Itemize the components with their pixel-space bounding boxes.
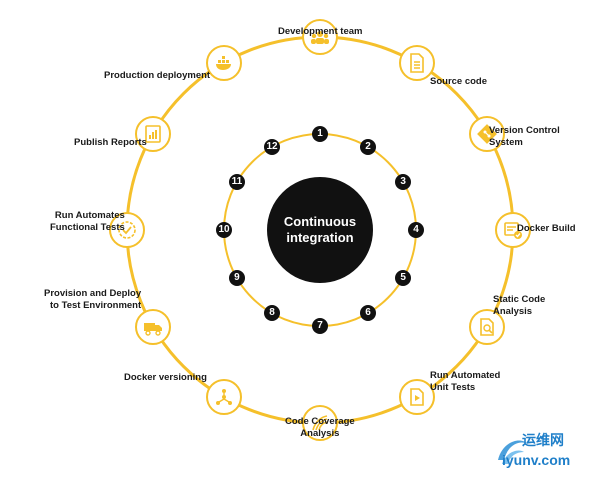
report-icon [145, 124, 161, 143]
document-icon [409, 53, 424, 73]
version-branch-icon [215, 389, 232, 406]
label-version-control-system-line-1: Version Control [489, 125, 560, 136]
label-publish-reports-line-1: Publish Reports [74, 137, 147, 148]
label-publish-reports: Publish Reports [74, 137, 147, 149]
label-source-code-line-1: Source code [430, 76, 488, 87]
step-number-2: 2 [360, 138, 376, 155]
node-production-deployment [205, 44, 242, 81]
build-check-icon [504, 222, 522, 239]
step-number-11: 11 [228, 174, 245, 190]
label-provision-deploy-test-line-1: Provision and Deploy [44, 288, 142, 299]
node-version-control-system [469, 115, 506, 152]
label-run-automates-functional-tests-line-1: Run Automates [54, 210, 125, 221]
step-number-8: 8 [264, 305, 280, 322]
watermark-url: iyunv.com [502, 452, 571, 468]
center-hub: Continuous integration [267, 177, 373, 283]
label-production-deployment-line-1: Production deployment [104, 70, 211, 81]
step-number-9: 9 [228, 270, 245, 286]
node-docker-versioning [205, 379, 242, 416]
truck-icon [143, 322, 162, 336]
step-number-12: 12 [264, 138, 280, 155]
coverage-icon [312, 415, 328, 431]
label-provision-deploy-test-line-2: to Test Environment [50, 300, 142, 311]
label-docker-build: Docker Build [517, 223, 576, 235]
file-analysis-icon [480, 317, 494, 336]
watermark-name: 运维网 [522, 432, 564, 448]
label-development-team-line-1: Development team [278, 26, 363, 37]
node-docker-build [495, 212, 531, 248]
docker-whale-icon [215, 55, 231, 70]
step-number-6: 6 [360, 305, 376, 322]
center-title-line1: Continuous [283, 214, 357, 229]
node-run-automated-unit-tests [398, 379, 435, 416]
label-code-coverage-analysis-line-1: Code Coverage [285, 416, 355, 427]
label-static-code-analysis-line-2: Analysis [493, 306, 533, 317]
label-run-automates-functional-tests-line-2: Functional Tests [50, 222, 125, 233]
label-docker-versioning-line-1: Docker versioning [124, 372, 207, 383]
node-provision-deploy-test [134, 308, 171, 345]
label-static-code-analysis-line-1: Static Code [493, 294, 546, 305]
label-run-automated-unit-tests-line-2: Unit Tests [430, 382, 476, 393]
center-title-line2: integration [286, 230, 354, 245]
node-code-coverage-analysis [302, 405, 338, 441]
label-version-control-system-line-2: System [489, 137, 523, 148]
node-static-code-analysis [469, 308, 506, 345]
label-docker-versioning: Docker versioning [124, 372, 207, 384]
watermark-swirl-icon [498, 440, 528, 464]
git-icon [477, 123, 497, 144]
node-run-automates-functional-tests [109, 212, 145, 248]
step-number-3: 3 [395, 174, 412, 190]
play-file-icon [409, 388, 424, 406]
step-number-10: 10 [216, 222, 232, 238]
step-number-4: 4 [408, 222, 424, 238]
node-publish-reports [134, 115, 171, 152]
label-production-deployment: Production deployment [104, 70, 210, 82]
watermark: 运维网 iyunv.com [490, 428, 595, 476]
step-number-7: 7 [312, 318, 328, 334]
label-source-code: Source code [430, 76, 487, 88]
step-number-5: 5 [395, 270, 412, 286]
team-icon [311, 31, 329, 44]
label-run-automated-unit-tests-line-1: Run Automated [430, 370, 501, 381]
label-development-team: Development team [278, 26, 362, 38]
step-number-1: 1 [312, 126, 328, 142]
node-development-team [302, 19, 338, 55]
label-docker-build-line-1: Docker Build [517, 223, 576, 234]
check-badge-icon [118, 221, 136, 239]
node-source-code [398, 44, 435, 81]
label-code-coverage-analysis-line-2: Analysis [300, 428, 340, 439]
